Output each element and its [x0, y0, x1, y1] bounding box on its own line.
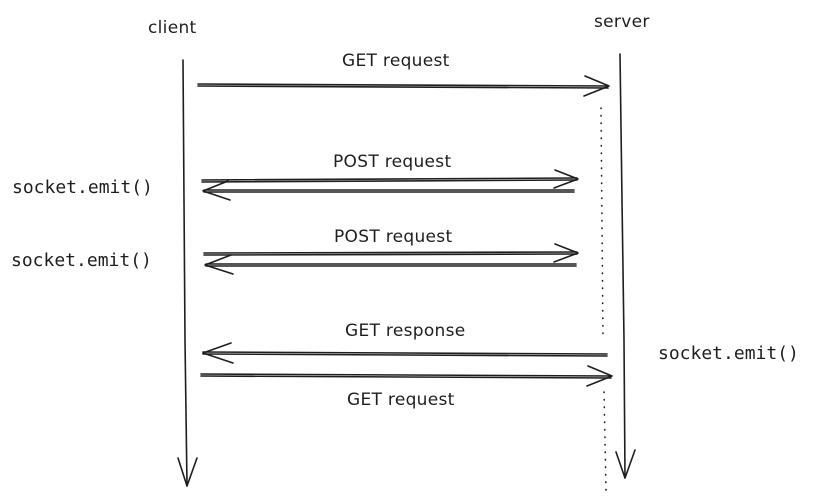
message-get-request-2: GET request [200, 365, 613, 410]
server-lifeline [615, 53, 636, 479]
message-get-response: GET response [202, 321, 608, 364]
server-activation-dots-1 [600, 107, 604, 341]
message-label: POST request [334, 227, 452, 247]
message-label: GET request [347, 390, 455, 410]
client-label: client [148, 18, 197, 38]
server-label: server [594, 12, 650, 32]
server-emit-annotation: socket.emit() [658, 343, 799, 364]
message-label: GET response [345, 321, 466, 341]
client-emit-annotation-2: socket.emit() [11, 250, 152, 271]
server-activation-dots-2 [603, 391, 607, 491]
message-label: POST request [333, 152, 451, 172]
client-emit-annotation-1: socket.emit() [12, 177, 153, 198]
client-lifeline [177, 59, 198, 487]
message-post-request-2: POST request [203, 227, 579, 275]
message-post-request-1: POST request [201, 152, 579, 201]
message-label: GET request [342, 51, 450, 71]
message-get-request-1: GET request [197, 51, 610, 97]
